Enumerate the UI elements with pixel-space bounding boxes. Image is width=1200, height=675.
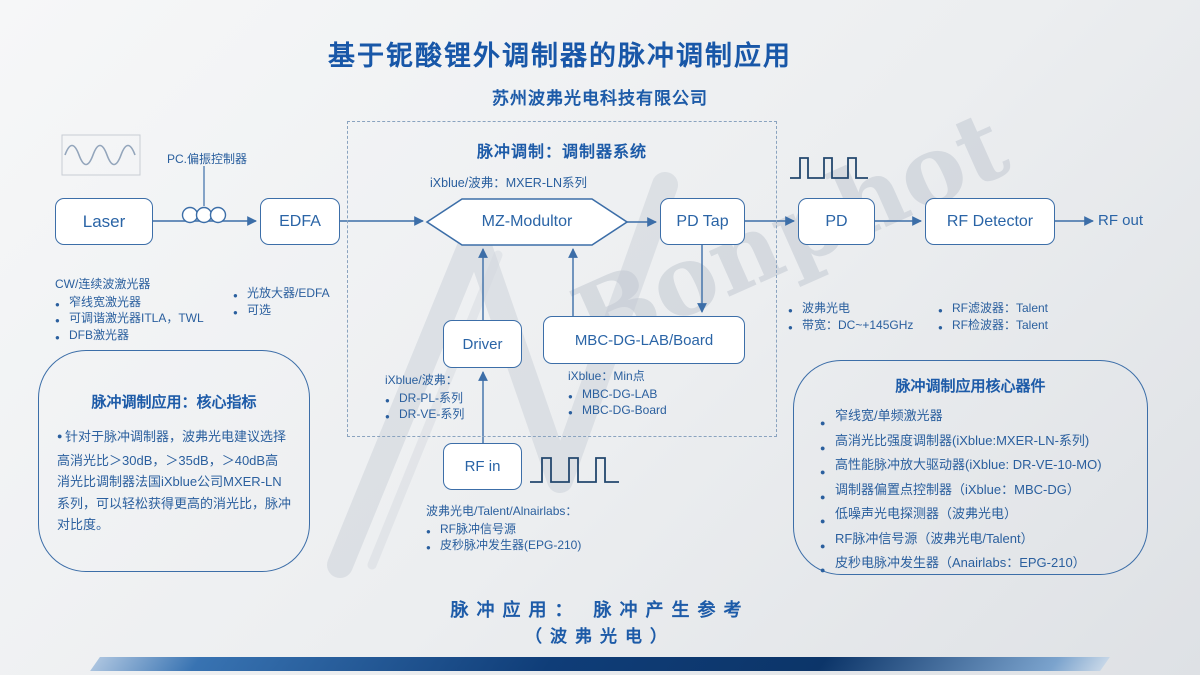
laser-notes-lead: CW/连续波激光器	[55, 277, 151, 291]
core-component-item: 高性能脉冲放大驱动器(iXblue: DR-VE-10-MO)	[820, 453, 1147, 484]
core-component-item: 调制器偏置点控制器（iXblue：MBC-DG）	[820, 478, 1147, 509]
core-metrics-panel: 脉冲调制应用：核心指标 针对于脉冲调制器，波弗光电建议选择高消光比＞30dB，＞…	[38, 350, 310, 572]
pd-block: PD	[798, 198, 875, 245]
core-component-item: 皮秒电脉冲发生器（Anairlabs：EPG-210）	[820, 551, 1147, 582]
rf-in-block: RF in	[443, 443, 522, 490]
rf-in-notes-lead: 波弗光电/Talent/Alnairlabs：	[426, 504, 578, 518]
rf-detector-block: RF Detector	[925, 198, 1055, 245]
edfa-block: EDFA	[260, 198, 340, 245]
page-title: 基于铌酸锂外调制器的脉冲调制应用	[328, 41, 792, 71]
laser-notes: CW/连续波激光器 窄线宽激光器 可调谐激光器ITLA，TWL DFB激光器	[55, 276, 255, 346]
pc-controller-label: PC.偏振控制器	[167, 152, 248, 166]
rf-detector-note-item: RF滤波器：Talent	[938, 300, 1118, 319]
driver-note-item: DR-PL-系列	[385, 390, 535, 409]
rf-out-label: RF out	[1098, 212, 1144, 229]
pd-notes: 波弗光电 带宽：DC~+145GHz	[788, 300, 968, 336]
rf-in-notes: 波弗光电/Talent/Alnairlabs： RF脉冲信号源 皮秒脉冲发生器(…	[426, 503, 646, 556]
pulse-wave-icon-top	[790, 157, 868, 179]
rf-in-note-item: RF脉冲信号源	[426, 521, 646, 540]
core-component-item: 高消光比强度调制器(iXblue:MXER-LN-系列)	[820, 429, 1147, 460]
mbc-note-item: MBC-DG-Board	[568, 402, 738, 421]
pd-note-item: 波弗光电	[788, 300, 968, 319]
laser-note-item: 可调谐激光器ITLA，TWL	[55, 310, 255, 329]
edfa-note-item: 可选	[233, 302, 383, 321]
mbc-notes: iXblue：Min点 MBC-DG-LAB MBC-DG-Board	[568, 368, 738, 421]
footer-caption-line1: 脉冲应用： 脉冲产生参考	[450, 600, 750, 620]
core-component-item: RF脉冲信号源（波弗光电/Talent）	[820, 527, 1147, 558]
laser-note-item: 窄线宽激光器	[55, 294, 255, 313]
edfa-notes: 光放大器/EDFA 可选	[233, 285, 383, 321]
company-subtitle: 苏州波弗光电科技有限公司	[492, 89, 708, 108]
pd-tap-block: PD Tap	[660, 198, 745, 245]
laser-note-item: DFB激光器	[55, 327, 255, 346]
driver-notes-lead: iXblue/波弗：	[385, 373, 458, 387]
laser-block: Laser	[55, 198, 153, 245]
core-components-title: 脉冲调制应用核心器件	[895, 378, 1046, 395]
mz-modulator-label: MZ-Modultor	[481, 213, 573, 230]
core-metrics-title: 脉冲调制应用：核心指标	[91, 394, 257, 411]
rf-detector-note-item: RF检波器：Talent	[938, 317, 1118, 336]
mbc-note-item: MBC-DG-LAB	[568, 386, 738, 405]
bottom-accent-bar	[90, 657, 1110, 671]
core-component-item: 窄线宽/单频激光器	[820, 404, 1147, 435]
mbc-notes-lead: iXblue：Min点	[568, 369, 645, 383]
driver-note-item: DR-VE-系列	[385, 406, 535, 425]
polarization-controller-icon	[181, 206, 227, 224]
driver-notes: iXblue/波弗： DR-PL-系列 DR-VE-系列	[385, 372, 535, 425]
driver-block: Driver	[443, 320, 522, 368]
pd-note-item: 带宽：DC~+145GHz	[788, 317, 968, 336]
rf-detector-notes: RF滤波器：Talent RF检波器：Talent	[938, 300, 1118, 336]
footer-caption-line2: （波弗光电）	[525, 627, 675, 646]
edfa-note-item: 光放大器/EDFA	[233, 285, 383, 304]
modulator-system-subtitle: iXblue/波弗：MXER-LN系列	[430, 176, 587, 190]
modulator-system-title: 脉冲调制：调制器系统	[476, 144, 647, 161]
pulse-wave-icon-rfin	[530, 457, 619, 483]
core-component-item: 低噪声光电探测器（波弗光电）	[820, 502, 1147, 533]
core-metrics-body: 针对于脉冲调制器，波弗光电建议选择高消光比＞30dB，＞35dB，＞40dB高消…	[57, 426, 291, 536]
mbc-block: MBC-DG-LAB/Board	[543, 316, 745, 364]
core-components-panel: 脉冲调制应用核心器件 窄线宽/单频激光器 高消光比强度调制器(iXblue:MX…	[793, 360, 1148, 582]
rf-in-note-item: 皮秒脉冲发生器(EPG-210)	[426, 537, 646, 556]
sine-wave-icon	[61, 134, 141, 176]
